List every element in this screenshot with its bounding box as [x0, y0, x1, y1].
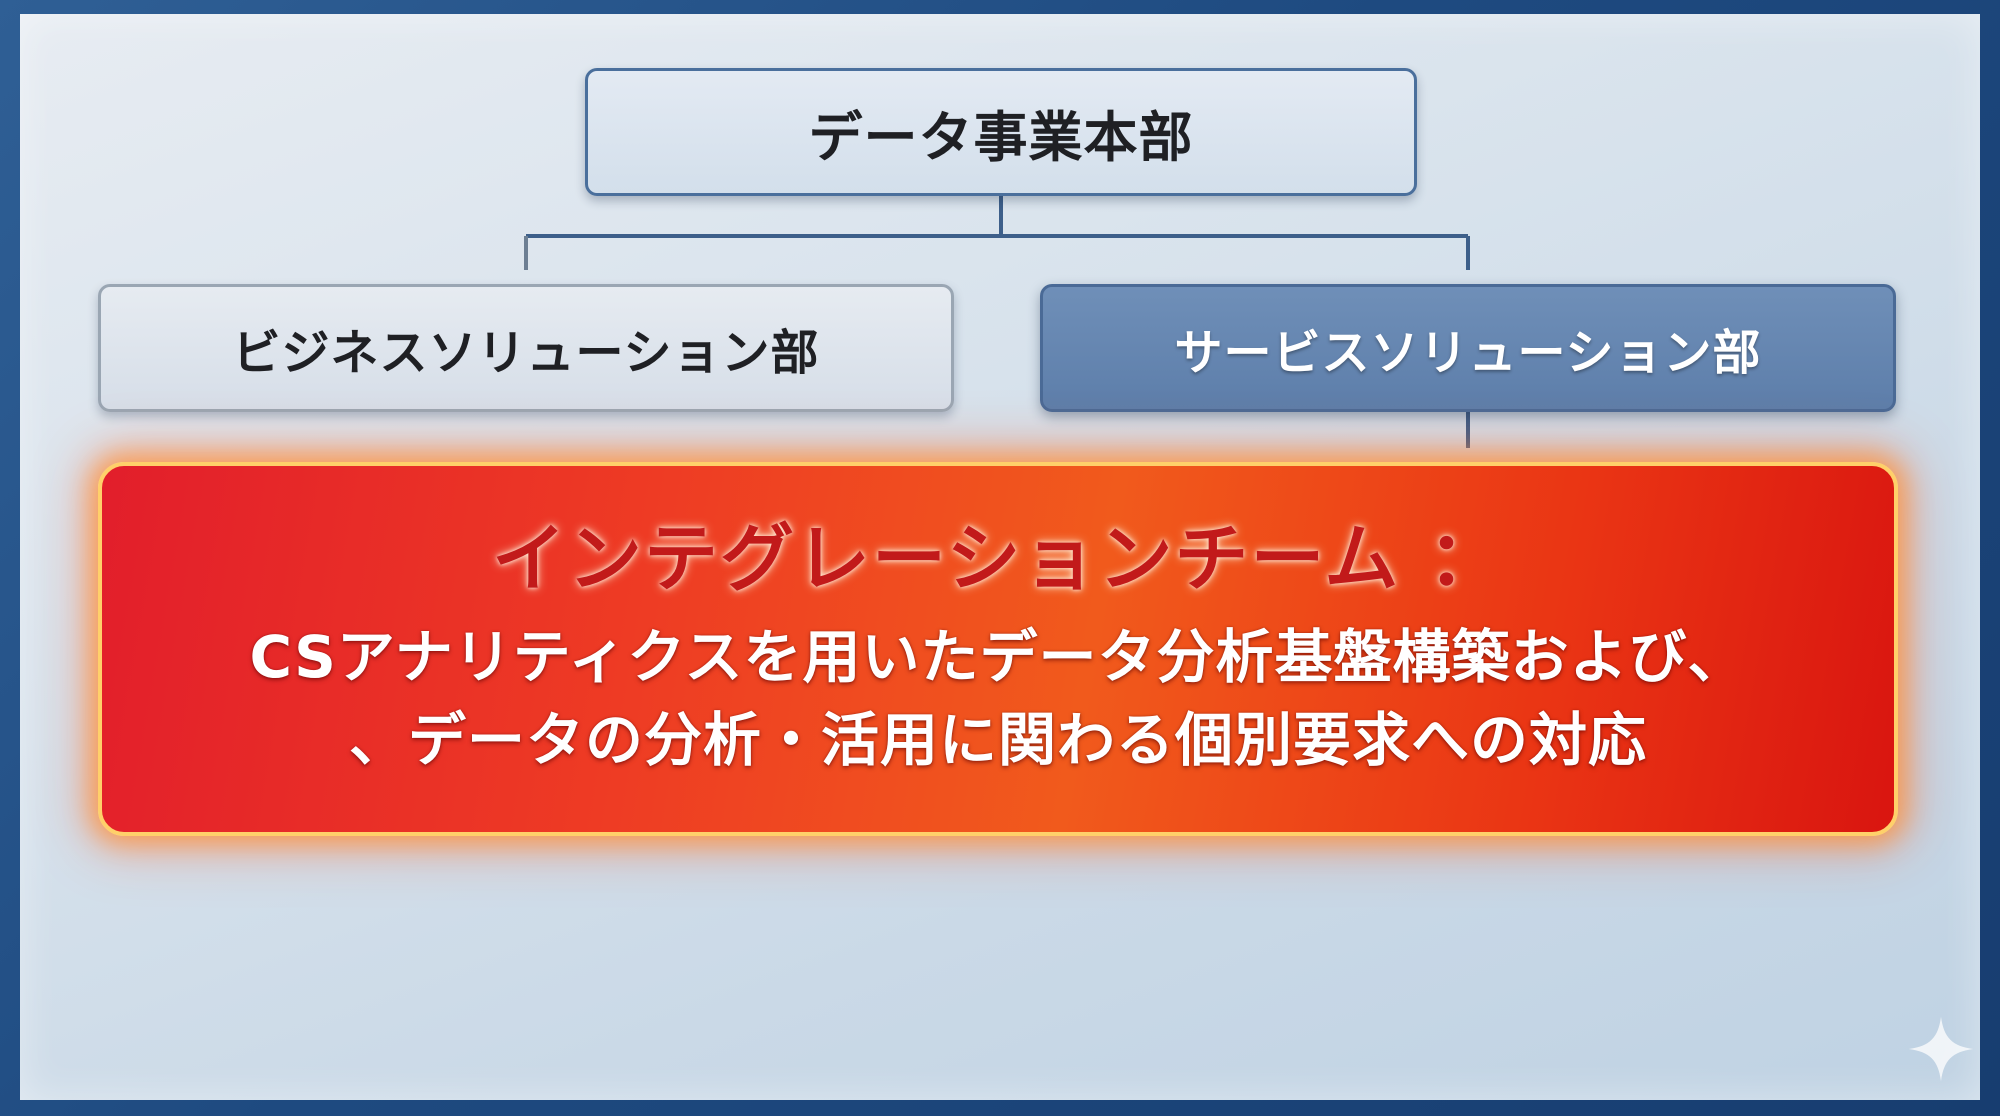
business-solution-dept-label: ビジネスソリューション部 [232, 325, 820, 381]
sparkle-icon [1908, 1016, 1974, 1082]
team-description-line-2: 、データの分析・活用に関わる個別要求への対応 [348, 705, 1647, 774]
integration-team-box: インテグレーションチーム ： CSアナリティクスを用いたデータ分析基盤構築および… [98, 462, 1898, 836]
service-solution-dept-label: サービスソリューション部 [1174, 325, 1762, 381]
integration-team-title: インテグレーションチーム ： [491, 516, 1505, 603]
team-description-line-1: CSアナリティクスを用いたデータ分析基盤構築および、 [249, 623, 1747, 692]
top-division-box: データ事業本部 [585, 68, 1417, 196]
service-solution-dept-box: サービスソリューション部 [1040, 284, 1896, 412]
org-chart-slide: データ事業本部 ビジネスソリューション部 サービスソリューション部 インテグレー… [20, 14, 1980, 1100]
top-division-label: データ事業本部 [808, 105, 1194, 169]
business-solution-dept-box: ビジネスソリューション部 [98, 284, 954, 412]
